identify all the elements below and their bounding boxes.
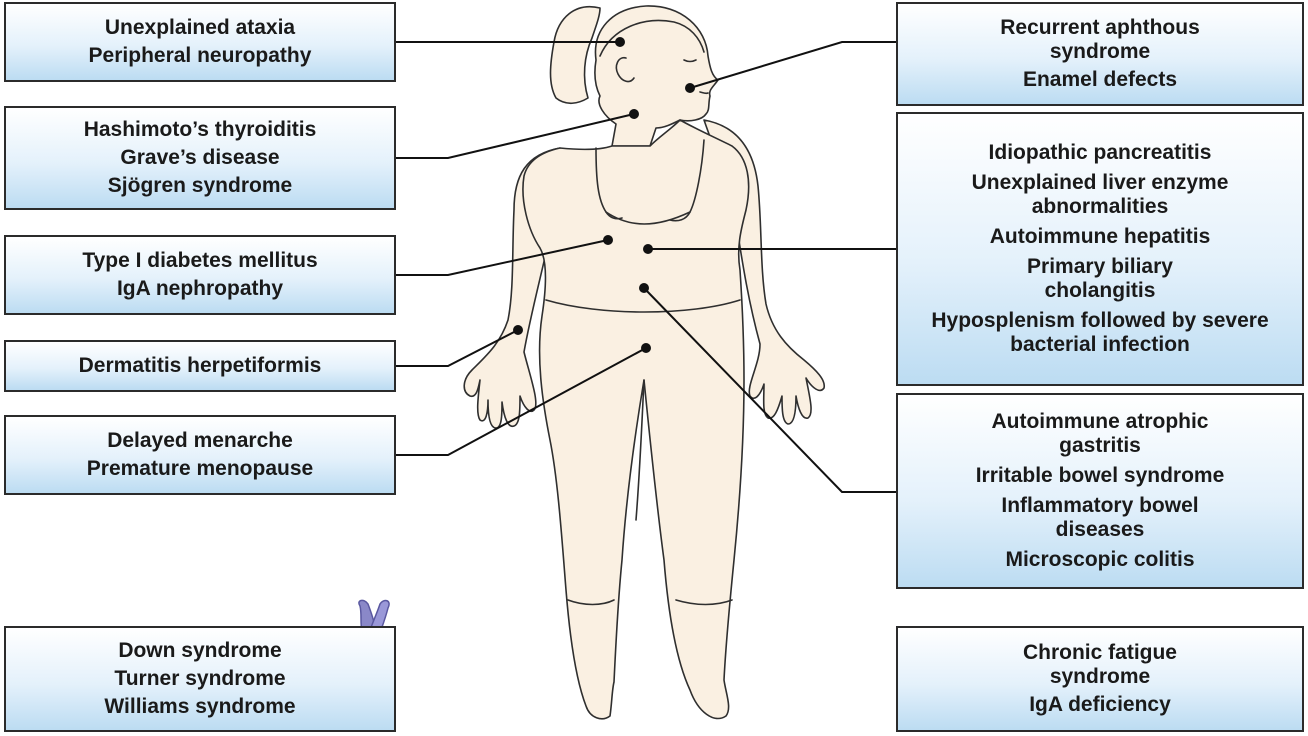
box-item: Unexplained ataxia bbox=[104, 16, 296, 39]
connector-thyroid-dot bbox=[629, 109, 639, 119]
box-item: Peripheral neuropathy bbox=[88, 44, 312, 67]
box-neuro: Unexplained ataxia Peripheral neuropathy bbox=[4, 2, 396, 82]
left-knee-seam bbox=[567, 599, 615, 606]
mouth bbox=[699, 91, 709, 95]
neckline bbox=[605, 211, 691, 225]
box-item: Type I diabetes mellitus bbox=[82, 249, 318, 272]
box-item: Turner syndrome bbox=[114, 667, 286, 690]
connector-reproductive-dot bbox=[641, 343, 651, 353]
box-item: Inflammatory bowel diseases bbox=[1001, 494, 1199, 541]
box-liver: Idiopathic pancreatitis Unexplained live… bbox=[896, 112, 1304, 386]
box-skin: Dermatitis herpetiformis bbox=[4, 340, 396, 392]
connector-skin-dot bbox=[513, 325, 523, 335]
box-item: Autoimmune atrophic gastritis bbox=[991, 410, 1209, 457]
box-diabetes: Type I diabetes mellitus IgA nephropathy bbox=[4, 235, 396, 315]
box-item: Grave’s disease bbox=[120, 146, 280, 169]
box-reproductive: Delayed menarche Premature menopause bbox=[4, 415, 396, 495]
box-gi: Autoimmune atrophic gastritis Irritable … bbox=[896, 393, 1304, 589]
connector-diabetes-dot bbox=[603, 235, 613, 245]
box-item: Idiopathic pancreatitis bbox=[988, 141, 1212, 164]
connector-skin bbox=[396, 329, 519, 367]
box-item: Hashimoto’s thyroiditis bbox=[83, 118, 317, 141]
box-item: Unexplained liver enzyme abnormalities bbox=[971, 171, 1229, 218]
box-item: Delayed menarche bbox=[107, 429, 293, 452]
box-item: Autoimmune hepatitis bbox=[989, 225, 1211, 248]
head bbox=[594, 5, 719, 147]
connector-oral-dot bbox=[685, 83, 695, 93]
hair-outline bbox=[599, 19, 705, 57]
eye bbox=[683, 59, 697, 63]
box-item: Williams syndrome bbox=[104, 695, 296, 718]
box-item: IgA nephropathy bbox=[116, 277, 284, 300]
connector-reproductive bbox=[396, 347, 647, 456]
box-item: Sjögren syndrome bbox=[107, 174, 293, 197]
connector-gi-dot bbox=[639, 283, 649, 293]
box-item: IgA deficiency bbox=[1029, 693, 1171, 716]
box-thyroid: Hashimoto’s thyroiditis Grave’s disease … bbox=[4, 106, 396, 210]
box-item: Premature menopause bbox=[86, 457, 314, 480]
ponytail bbox=[549, 5, 601, 105]
connector-dots bbox=[513, 37, 695, 353]
box-item: Down syndrome bbox=[118, 639, 282, 662]
box-item: Hyposplenism followed by severe bacteria… bbox=[931, 309, 1269, 356]
ear bbox=[615, 56, 635, 83]
waistband bbox=[545, 299, 741, 313]
body-silhouette bbox=[463, 5, 826, 720]
connector-thyroid bbox=[396, 113, 635, 159]
connector-gi bbox=[643, 287, 896, 493]
box-item: Recurrent aphthous syndrome bbox=[1000, 16, 1200, 63]
connector-lines bbox=[396, 41, 896, 493]
connector-oral bbox=[689, 41, 896, 89]
connector-liver-dot bbox=[643, 244, 653, 254]
box-item: Microscopic colitis bbox=[1005, 548, 1195, 571]
box-item: Enamel defects bbox=[1022, 68, 1178, 91]
box-item: Primary biliary cholangitis bbox=[1027, 255, 1173, 302]
right-knee-seam bbox=[675, 599, 733, 606]
box-oral: Recurrent aphthous syndrome Enamel defec… bbox=[896, 2, 1304, 106]
box-item: Irritable bowel syndrome bbox=[975, 464, 1225, 487]
connector-diabetes bbox=[396, 239, 609, 276]
box-item: Dermatitis herpetiformis bbox=[78, 354, 322, 377]
torso bbox=[522, 119, 750, 720]
box-other: Chronic fatigue syndrome IgA deficiency bbox=[896, 626, 1304, 732]
connector-neuro-dot bbox=[615, 37, 625, 47]
leg-divider bbox=[635, 379, 645, 521]
box-item: Chronic fatigue syndrome bbox=[1022, 641, 1177, 688]
box-genetic: Down syndrome Turner syndrome Williams s… bbox=[4, 626, 396, 732]
